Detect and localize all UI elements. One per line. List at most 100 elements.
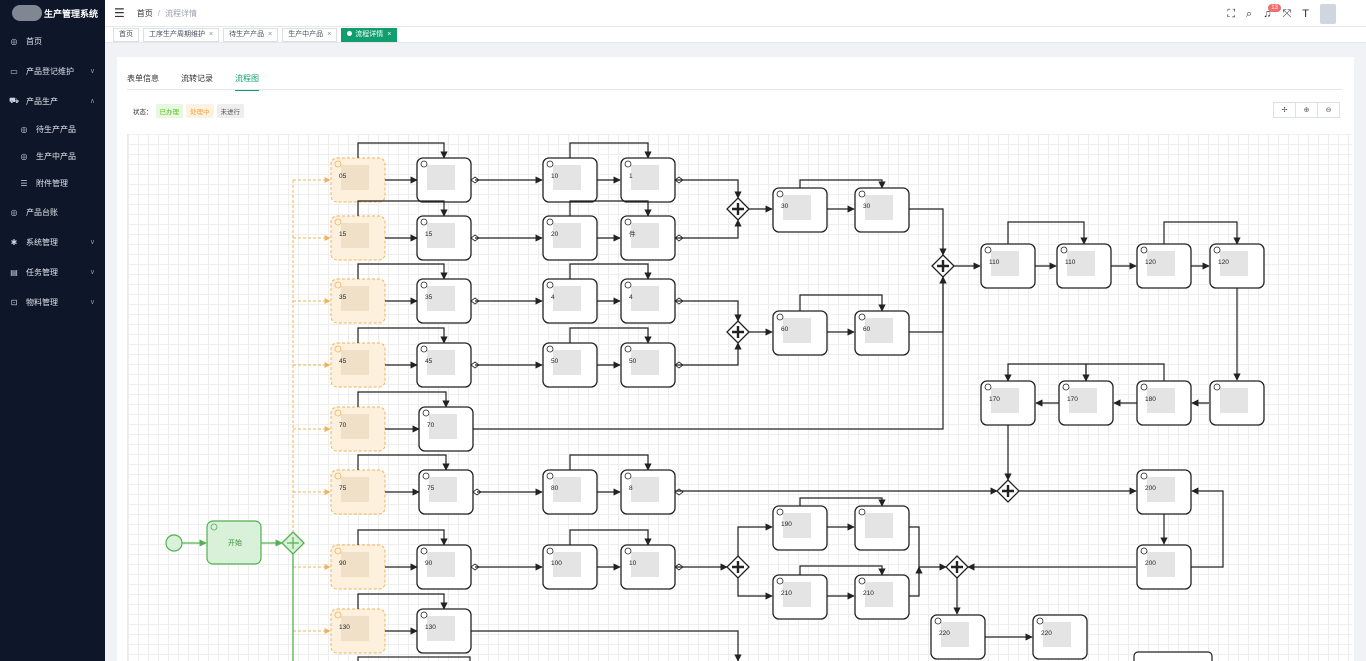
- tag-label: 首页: [119, 30, 133, 38]
- sidebar-item-4[interactable]: ◎生产中产品: [0, 143, 105, 170]
- font-size-icon[interactable]: T: [1302, 8, 1309, 20]
- close-icon[interactable]: ×: [209, 30, 214, 38]
- sidebar-item-0[interactable]: ◎首页: [0, 26, 105, 56]
- blurred-content: [553, 477, 581, 502]
- user-icon: [546, 547, 554, 555]
- logo-icon: [12, 5, 42, 21]
- sidebar-item-8[interactable]: ▤任务管理∨: [0, 257, 105, 287]
- blurred-content: [941, 622, 969, 647]
- hamburger-icon[interactable]: ☰: [114, 6, 125, 20]
- close-icon[interactable]: ×: [268, 30, 273, 38]
- blurred-content: [631, 552, 659, 577]
- task-label: 110: [1065, 259, 1076, 266]
- task-label: 4: [629, 294, 633, 301]
- user-icon: [1062, 383, 1070, 391]
- tag-1[interactable]: 工序生产周期维护×: [143, 27, 220, 42]
- sequence-flow: [909, 208, 947, 256]
- sidebar-item-2[interactable]: ⛟产品生产∧: [0, 86, 105, 116]
- task-label: 10: [551, 173, 559, 180]
- sequence-flow: [737, 578, 773, 600]
- user-icon: [1140, 472, 1148, 480]
- sequence-flow: [1163, 221, 1241, 245]
- tag-0[interactable]: 首页: [113, 27, 139, 42]
- blurred-content: [783, 318, 811, 343]
- close-icon[interactable]: ×: [387, 30, 392, 38]
- blurred-content: [631, 477, 659, 502]
- blurred-content: [553, 223, 581, 248]
- task-label: 100: [551, 560, 562, 567]
- dashboard-icon: ◎: [10, 36, 18, 46]
- active-dot-icon: [347, 30, 353, 36]
- plus-icon: [732, 326, 744, 338]
- tab-flow-records[interactable]: 流转记录: [181, 74, 213, 83]
- blurred-content: [865, 318, 893, 343]
- sequence-flow: [909, 566, 923, 597]
- task-label: 4: [551, 294, 555, 301]
- sequence-flow: [357, 327, 448, 344]
- user-icon: [776, 508, 784, 516]
- user-icon: [420, 281, 428, 289]
- sidebar-item-7[interactable]: ✱系统管理∨: [0, 227, 105, 257]
- bell-icon[interactable]: ♫13: [1263, 4, 1281, 20]
- breadcrumb-home[interactable]: 首页: [136, 8, 153, 18]
- top-navbar: ☰ 首页/流程详情 ⛶ ⌕ ♫13 ⤧ T: [105, 0, 1366, 26]
- tab-divider: [127, 89, 1342, 90]
- avatar[interactable]: [1320, 4, 1336, 24]
- sidebar-item-label: 系统管理: [26, 237, 58, 247]
- tag-4[interactable]: 流程详情×: [341, 27, 398, 42]
- sidebar-item-6[interactable]: ◎产品台账: [0, 197, 105, 227]
- blurred-content: [341, 552, 369, 577]
- task-label: 190: [781, 521, 792, 528]
- sequence-flow: [569, 454, 652, 471]
- sequence-flow: [357, 142, 448, 159]
- user-icon: [420, 611, 428, 619]
- fullscreen-icon[interactable]: ⤧: [1282, 7, 1292, 20]
- sidebar-menu: ◎首页▭产品登记维护∨⛟产品生产∧◎待生产产品◎生产中产品☰附件管理◎产品台账 ✱…: [0, 26, 105, 317]
- user-icon: [334, 281, 342, 289]
- sidebar-item-1[interactable]: ▭产品登记维护∨: [0, 56, 105, 86]
- plus-icon: [1002, 485, 1014, 497]
- blurred-content: [427, 552, 455, 577]
- sequence-flow: [1191, 487, 1224, 568]
- user-icon: [422, 409, 430, 417]
- connector-diamond: [674, 488, 684, 496]
- user-task[interactable]: [1133, 651, 1213, 661]
- blurred-content: [341, 414, 369, 439]
- close-icon[interactable]: ×: [327, 30, 332, 38]
- fullscreen-frame-icon[interactable]: ⛶: [1227, 7, 1236, 20]
- zoom-in-icon[interactable]: ⊕: [1295, 102, 1318, 118]
- gear-icon: ✱: [10, 237, 18, 247]
- tag-3[interactable]: 生产中产品×: [282, 27, 338, 42]
- task-label: 170: [1067, 396, 1078, 403]
- sidebar-item-5[interactable]: ☰附件管理: [0, 170, 105, 197]
- brand[interactable]: 生产管理系统: [0, 0, 105, 26]
- sequence-flow: [569, 142, 652, 159]
- blurred-content: [341, 286, 369, 311]
- zoom-out-icon[interactable]: ⊖: [1317, 102, 1340, 118]
- legend-item-1: 处理中: [186, 104, 214, 118]
- chevron-down-icon: ∨: [89, 299, 95, 306]
- status-legend: 状态： 已办理处理中未进行: [133, 104, 244, 118]
- tab-flow-chart[interactable]: 流程图: [235, 73, 259, 91]
- notification-badge: 13: [1268, 4, 1281, 12]
- start-label: 开始: [228, 538, 242, 547]
- user-icon: [858, 190, 866, 198]
- breadcrumb-current: 流程详情: [165, 8, 197, 18]
- search-icon[interactable]: ⌕: [1246, 7, 1253, 20]
- tabs: 表单信息 流转记录 流程图: [127, 73, 259, 91]
- sidebar-item-3[interactable]: ◎待生产产品: [0, 116, 105, 143]
- sequence-flow: [569, 263, 652, 280]
- tag-2[interactable]: 待生产产品×: [223, 27, 279, 42]
- start-event[interactable]: [165, 534, 183, 552]
- blurred-content: [991, 251, 1019, 276]
- task-label: 70: [427, 422, 435, 429]
- sidebar-item-9[interactable]: ⊡物料管理∨: [0, 287, 105, 317]
- sequence-flow: [357, 454, 450, 471]
- task-label: 75: [427, 485, 435, 492]
- tab-form-info[interactable]: 表单信息: [127, 74, 159, 83]
- cart-icon: ⛟: [9, 96, 20, 105]
- move-icon[interactable]: ✢: [1273, 102, 1296, 118]
- blurred-content: [427, 223, 455, 248]
